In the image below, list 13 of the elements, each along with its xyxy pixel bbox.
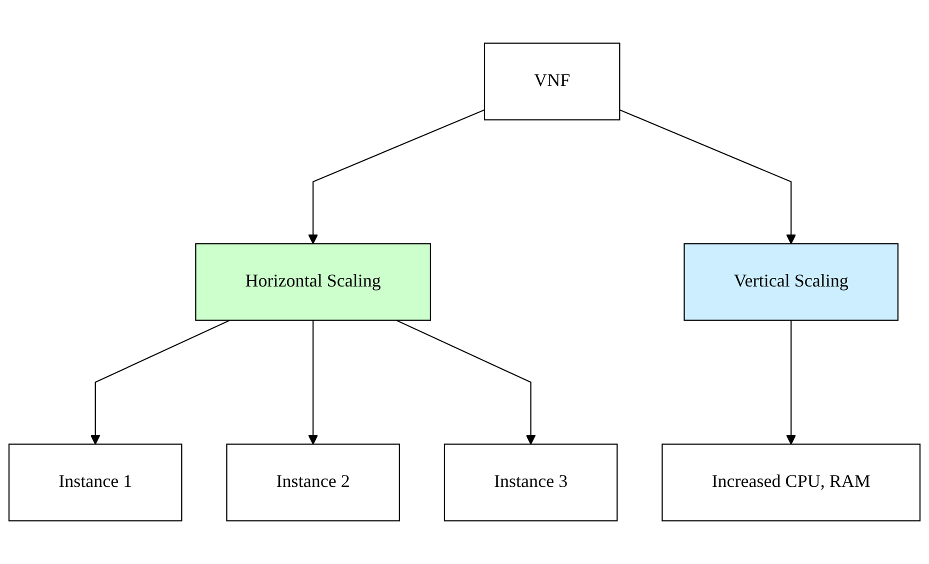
node-box: Instance 1 xyxy=(8,444,182,522)
arrow xyxy=(619,109,796,244)
node-box: VNF xyxy=(484,42,620,120)
arrow xyxy=(308,320,318,445)
arrow xyxy=(90,320,230,445)
node-box: Horizontal Scaling xyxy=(195,243,432,321)
arrow xyxy=(786,320,796,445)
node-box: Instance 2 xyxy=(226,444,400,522)
arrow xyxy=(396,320,536,445)
arrow xyxy=(308,109,485,244)
node-box: Instance 3 xyxy=(444,444,618,522)
node-box: Increased CPU, RAM xyxy=(662,444,921,522)
node-box: Vertical Scaling xyxy=(684,243,899,321)
